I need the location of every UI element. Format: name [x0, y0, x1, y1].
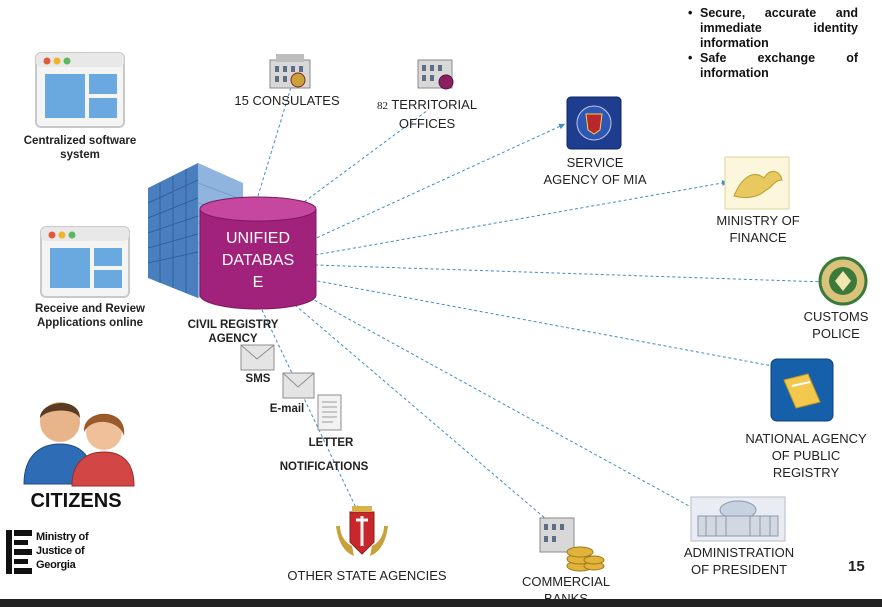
benefit-item: •Safe exchange of information — [688, 51, 858, 80]
sms-envelope-icon — [240, 344, 275, 371]
territorial-label: 82 TERRITORIAL OFFICES — [376, 97, 478, 131]
consulate-building-icon — [269, 54, 311, 89]
letter-label: LETTER — [308, 437, 354, 449]
line-customs — [314, 264, 827, 285]
president-palace-icon — [690, 496, 786, 542]
email-envelope-icon — [282, 372, 315, 399]
ministry-logo-mark — [6, 530, 32, 574]
line-banks — [294, 304, 554, 526]
customs-emblem-icon — [818, 256, 868, 306]
line-territorial — [299, 109, 429, 206]
coat-of-arms-icon — [336, 506, 388, 556]
page-number: 15 — [848, 558, 865, 575]
software-window-icon — [35, 52, 125, 128]
territorial-building-icon — [417, 59, 454, 90]
line-president — [304, 294, 701, 513]
notifications-label: NOTIFICATIONS — [279, 461, 369, 473]
line-mia — [311, 123, 566, 241]
consulates-label: 15 CONSULATES — [234, 93, 340, 108]
line-finance — [314, 180, 729, 256]
unified-database-icon — [199, 196, 317, 310]
line-other — [261, 309, 359, 513]
line-registry — [311, 279, 795, 372]
citizens-people-icon — [23, 402, 135, 487]
finance-griffin-icon — [724, 156, 790, 210]
other-agencies-label: OTHER STATE AGENCIES — [287, 568, 447, 583]
citizens-label: CITIZENS — [30, 490, 122, 512]
footer-bar — [0, 599, 882, 607]
letter-document-icon — [317, 394, 342, 431]
bank-coins-icon — [539, 517, 605, 572]
email-label: E-mail — [269, 403, 305, 415]
benefits-list: •Secure, accurate and immediate identity… — [688, 6, 858, 81]
public-registry-icon — [770, 358, 834, 422]
applications-window-icon — [40, 226, 130, 298]
benefit-item: •Secure, accurate and immediate identity… — [688, 6, 858, 50]
mia-emblem-icon — [566, 96, 622, 150]
sms-label: SMS — [245, 373, 271, 385]
